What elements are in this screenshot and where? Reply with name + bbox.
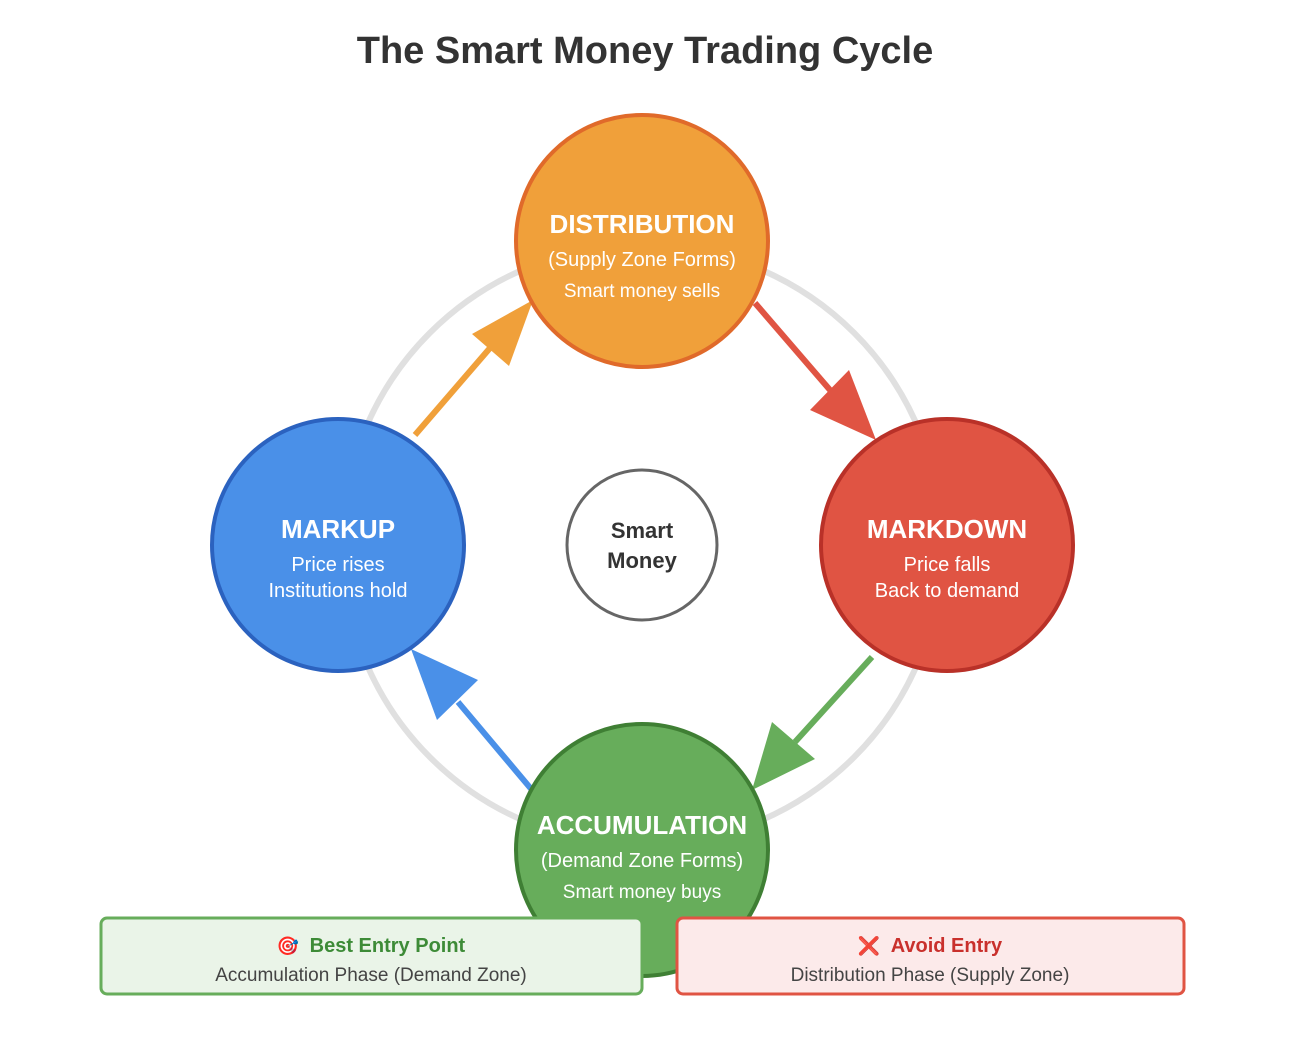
svg-text:❌ Avoid Entry: ❌ Avoid Entry — [858, 935, 1003, 957]
center-label-line2: Money — [607, 548, 677, 573]
phase-markup: MARKUP Price rises Institutions hold — [210, 417, 466, 673]
accumulation-line1: (Demand Zone Forms) — [541, 850, 743, 872]
markdown-line2: Back to demand — [875, 580, 1020, 602]
markup-line1: Price rises — [291, 554, 384, 576]
arrow-markup-to-distribution — [412, 300, 533, 437]
accumulation-line2: Smart money buys — [563, 882, 721, 903]
best-entry-title: Best Entry Point — [310, 935, 466, 957]
callout-best-entry: 🎯 Best Entry Point Accumulation Phase (D… — [99, 916, 644, 996]
markdown-line1: Price falls — [904, 554, 991, 576]
avoid-entry-subtitle: Distribution Phase (Supply Zone) — [791, 965, 1070, 986]
distribution-line2: Smart money sells — [564, 281, 720, 302]
markup-line2: Institutions hold — [269, 580, 408, 602]
best-entry-subtitle: Accumulation Phase (Demand Zone) — [215, 965, 527, 986]
phase-distribution: DISTRIBUTION (Supply Zone Forms) Smart m… — [514, 113, 770, 369]
callout-avoid-entry: ❌ Avoid Entry Distribution Phase (Supply… — [675, 916, 1186, 996]
markup-title: MARKUP — [281, 514, 395, 544]
page-title: The Smart Money Trading Cycle — [357, 30, 933, 72]
phase-accumulation: ACCUMULATION (Demand Zone Forms) Smart m… — [514, 722, 770, 978]
arrow-accumulation-to-markup — [411, 649, 535, 792]
arrow-markdown-to-accumulation — [752, 654, 875, 790]
svg-text:🎯 Best Entry Point: 🎯 Best Entry Point — [277, 935, 466, 957]
target-icon: 🎯 — [277, 936, 299, 956]
distribution-title: DISTRIBUTION — [550, 209, 735, 239]
phase-markdown: MARKDOWN Price falls Back to demand — [819, 417, 1075, 673]
avoid-entry-title: Avoid Entry — [891, 935, 1003, 957]
distribution-line1: (Supply Zone Forms) — [548, 249, 736, 271]
center-node: Smart Money — [565, 468, 719, 622]
arrow-distribution-to-markdown — [752, 301, 876, 440]
cross-icon: ❌ — [858, 935, 880, 957]
accumulation-title: ACCUMULATION — [537, 810, 747, 840]
center-label-line1: Smart — [611, 518, 674, 543]
markdown-title: MARKDOWN — [867, 514, 1027, 544]
